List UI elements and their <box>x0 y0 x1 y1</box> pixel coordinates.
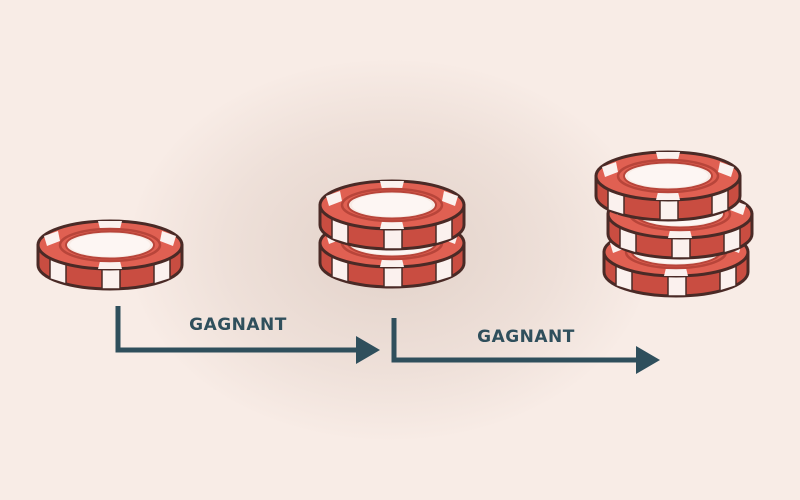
chip-stack-two <box>318 179 466 289</box>
chip-stack-three <box>594 150 754 298</box>
arrow-step-two <box>391 318 660 374</box>
step-two-label: GAGNANT <box>477 327 575 347</box>
step-one-label: GAGNANT <box>189 315 287 335</box>
arrow-step-one <box>115 306 380 364</box>
chip-stack-one <box>36 219 184 291</box>
